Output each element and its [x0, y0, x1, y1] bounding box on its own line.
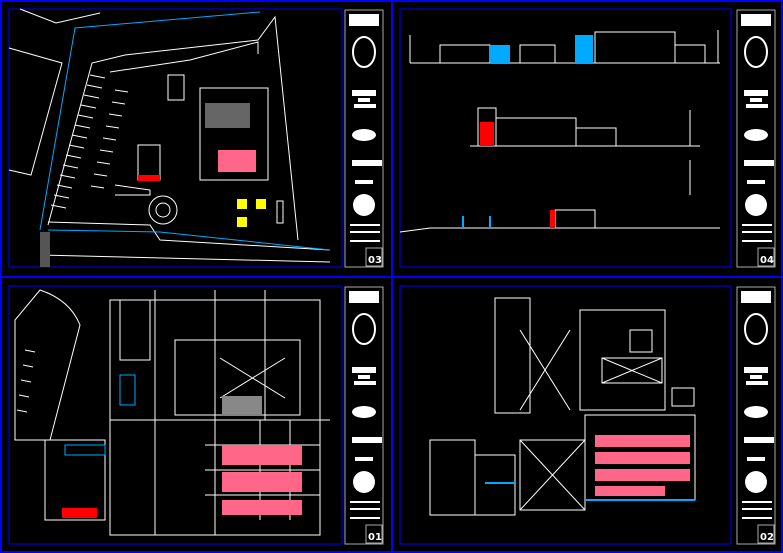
sheet-number: 03	[368, 255, 382, 266]
bench	[276, 200, 284, 224]
seal-icon	[352, 36, 376, 68]
location-map-icon	[744, 129, 768, 141]
hatched-area	[222, 396, 262, 414]
sheet-01-ground-floor-plan[interactable]	[8, 285, 343, 545]
location-map-icon	[352, 129, 376, 141]
hatched-area	[205, 103, 250, 128]
auditorium-seats	[595, 435, 690, 496]
glazing	[575, 35, 593, 63]
globe-icon	[745, 194, 767, 216]
floor-plan-linework	[14, 289, 330, 536]
location-map-icon	[352, 406, 376, 418]
site-boundary	[39, 11, 261, 231]
title-block-01: 01	[344, 286, 384, 545]
yellow-blocks	[237, 199, 266, 227]
floor-plan-linework	[429, 297, 696, 516]
seal-icon	[744, 313, 768, 345]
sheet-number: 02	[760, 532, 774, 543]
sheet-03-site-plan[interactable]	[8, 8, 343, 268]
sheet-number: 01	[368, 532, 382, 543]
globe-icon	[745, 471, 767, 493]
location-map-icon	[744, 406, 768, 418]
stair	[671, 387, 695, 407]
title-block-02: 02	[736, 286, 776, 545]
globe-icon	[353, 194, 375, 216]
street-edge	[47, 229, 331, 251]
red-element	[138, 175, 160, 181]
auditorium-seats	[218, 150, 256, 172]
title-block-04: 04	[736, 9, 776, 268]
sheet-frame	[399, 285, 732, 545]
sheet-04-elevations[interactable]	[399, 8, 732, 268]
auditorium-seats	[222, 445, 302, 515]
red-element	[550, 210, 555, 228]
seal-icon	[744, 36, 768, 68]
parking-stalls	[50, 74, 129, 209]
elevation-linework	[399, 30, 720, 233]
sheet-number: 04	[760, 255, 774, 266]
title-block-03: 03	[344, 9, 384, 268]
glazing	[64, 444, 106, 456]
site-linework	[8, 8, 331, 263]
sheet-frame	[399, 8, 732, 268]
sheet-frame	[8, 8, 343, 268]
sheet-frame	[8, 285, 343, 545]
red-element	[480, 122, 494, 146]
stair	[119, 374, 136, 406]
stadium-seating	[16, 349, 36, 413]
seal-icon	[352, 313, 376, 345]
glazing	[490, 45, 510, 63]
sheet-02-upper-floor-plan[interactable]	[399, 285, 732, 545]
globe-icon	[353, 471, 375, 493]
red-element	[62, 508, 97, 518]
access-ramp	[40, 232, 50, 267]
